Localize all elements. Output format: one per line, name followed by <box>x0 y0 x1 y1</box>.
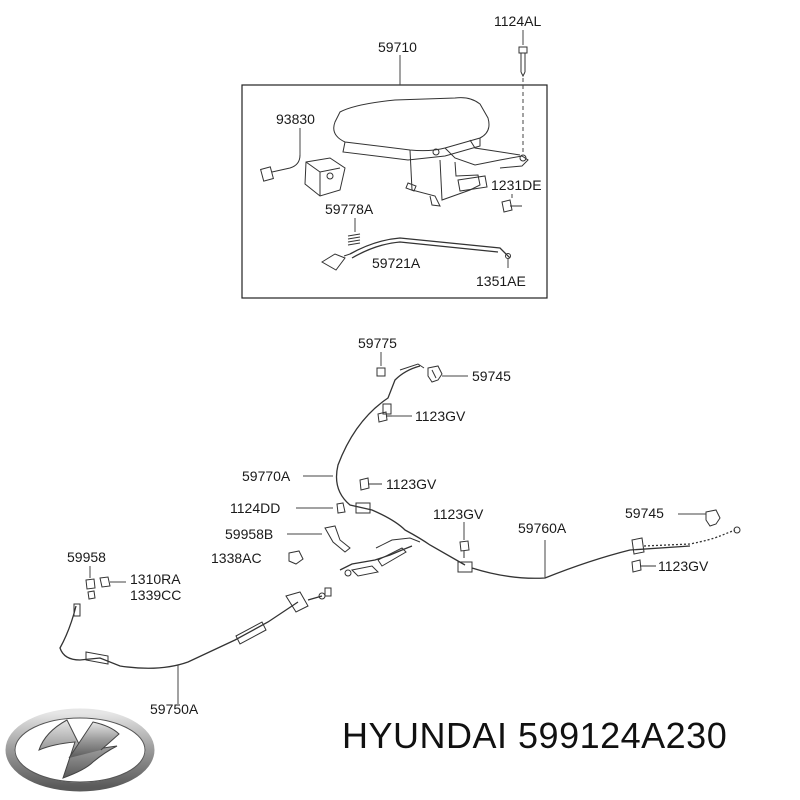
lever-assembly-box <box>241 84 548 299</box>
bolt-1123gv-c <box>457 540 473 573</box>
label-1338ac: 1338AC <box>211 550 262 566</box>
label-59775: 59775 <box>358 335 397 351</box>
spring-59778a <box>347 233 361 246</box>
brand-part-number: HYUNDAI 599124A230 <box>342 715 728 756</box>
parking-brake-lever <box>333 97 529 207</box>
label-1231de: 1231DE <box>491 177 542 193</box>
bolt-1231de <box>501 199 522 213</box>
bolt-1124al <box>518 46 528 152</box>
label-59958: 59958 <box>67 549 106 565</box>
label-1124dd: 1124DD <box>230 500 280 516</box>
equalizer <box>339 537 421 577</box>
label-59760a: 59760A <box>518 520 567 536</box>
label-59745-top: 59745 <box>472 368 511 384</box>
label-59958b: 59958B <box>225 526 273 542</box>
label-1351ae: 1351AE <box>476 273 526 289</box>
hyundai-logo-icon <box>5 708 155 792</box>
clip-59745-top <box>427 365 443 383</box>
label-59745-right: 59745 <box>625 505 664 521</box>
label-1310ra: 1310RA <box>130 571 181 587</box>
label-1123gv-a: 1123GV <box>415 408 466 424</box>
part-labels: 1124AL 59710 93830 1231DE 59778A 59721A … <box>67 13 709 717</box>
label-59721a: 59721A <box>372 255 421 271</box>
label-59750a: 59750A <box>150 701 199 717</box>
bracket-59958 <box>85 578 96 600</box>
bolt-1123gv-a <box>377 411 392 423</box>
label-93830: 93830 <box>276 111 315 127</box>
bolt-1123gv-b <box>359 477 382 491</box>
rod-59721a <box>321 237 511 271</box>
cable-59770a <box>335 363 466 566</box>
label-1123gv-b: 1123GV <box>386 476 437 492</box>
nut-1338ac <box>288 550 304 565</box>
clip-59745-right <box>705 509 721 527</box>
bracket-59958b <box>324 525 351 553</box>
label-1124al: 1124AL <box>494 13 541 29</box>
bolt-1123gv-d <box>631 559 656 573</box>
switch-93830 <box>260 154 346 197</box>
label-59778a: 59778A <box>325 201 374 217</box>
label-1123gv-c: 1123GV <box>433 506 484 522</box>
clip-59775 <box>376 367 386 377</box>
label-59710: 59710 <box>378 39 417 55</box>
bolt-1124dd <box>336 502 346 514</box>
cable-59750a <box>59 587 332 669</box>
label-1339cc: 1339CC <box>130 587 181 603</box>
label-59770a: 59770A <box>242 468 291 484</box>
bolt-1310ra <box>99 576 111 588</box>
label-1123gv-d: 1123GV <box>658 558 709 574</box>
